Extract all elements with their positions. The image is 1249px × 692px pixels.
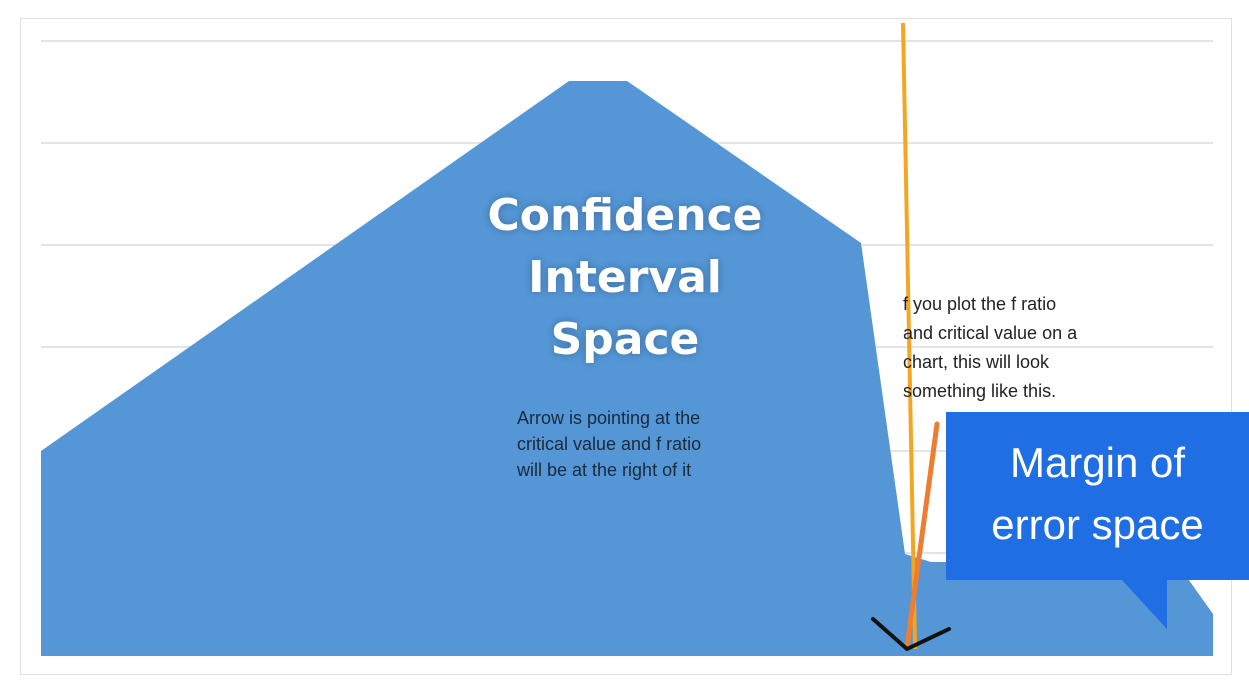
note-line: and critical value on a xyxy=(903,323,1078,343)
margin-of-error-callout xyxy=(946,412,1249,580)
callout-tail xyxy=(1121,579,1167,629)
note-line: chart, this will look xyxy=(903,352,1050,372)
note-line: Arrow is pointing at the xyxy=(517,408,701,428)
pointer-arrow-line xyxy=(904,421,940,650)
label-line: Confidence xyxy=(487,190,763,241)
arrow-head-icon xyxy=(871,617,951,651)
plot-note: f you plot the f ratio and critical valu… xyxy=(903,290,1153,406)
note-line: f you plot the f ratio xyxy=(903,294,1057,314)
callout-label: Margin of error space xyxy=(946,432,1249,556)
note-line: critical value and f ratio xyxy=(517,434,702,454)
confidence-area xyxy=(41,81,1213,656)
note-line: will be at the right of it xyxy=(517,460,692,480)
note-line: something like this. xyxy=(903,381,1057,401)
callout-line: Margin of xyxy=(1009,439,1186,486)
label-line: Interval xyxy=(528,252,722,303)
arrow-note: Arrow is pointing at the critical value … xyxy=(517,405,777,483)
callout-line: error space xyxy=(991,501,1204,548)
critical-value-line xyxy=(901,22,917,650)
confidence-interval-label: Confidence Interval Space xyxy=(455,185,795,371)
label-line: Space xyxy=(550,314,700,365)
slide xyxy=(20,18,1232,675)
